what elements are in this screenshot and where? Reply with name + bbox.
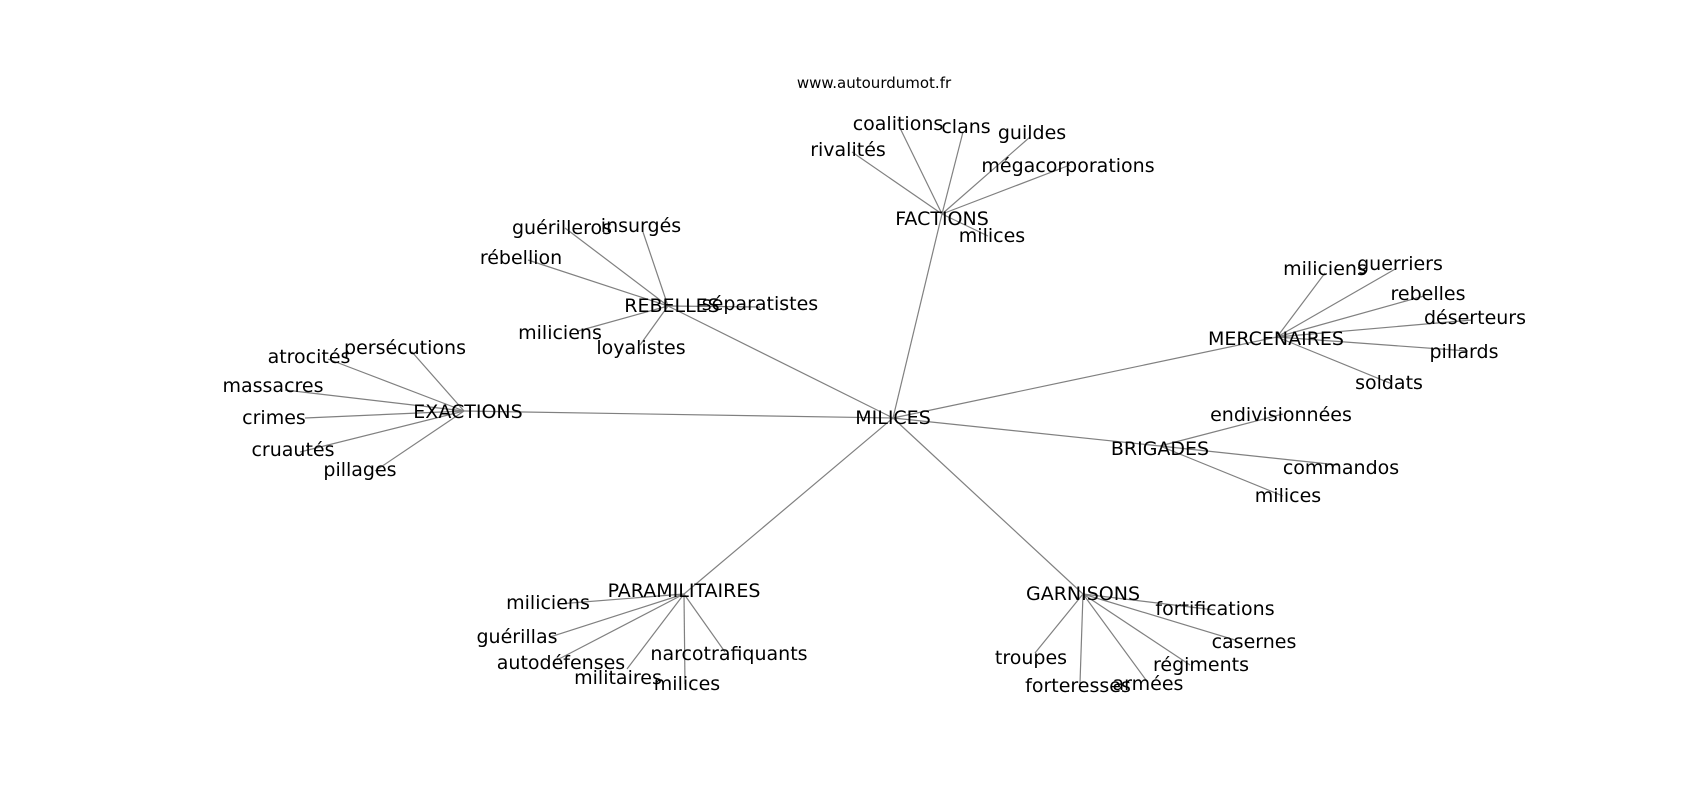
leaf-node-factions-coalitions: coalitions: [853, 113, 944, 135]
edge-paramilitaires-guerillas: [549, 593, 685, 638]
hub-node-factions: FACTIONS: [895, 208, 989, 230]
edge-mercenaires-pillards: [1276, 336, 1469, 352]
leaf-node-exactions-crimes: crimes: [242, 407, 306, 429]
leaf-node-mercenaires-deserteurs: déserteurs: [1424, 307, 1526, 329]
leaf-node-exactions-atrocites: atrocités: [268, 346, 351, 368]
edge-paramilitaires-milices: [683, 593, 686, 685]
edge-factions-megacorporations: [941, 164, 1071, 215]
leaf-node-paramilitaires-milices: milices: [654, 673, 720, 695]
edge-center-rebelles: [667, 305, 894, 419]
leaf-node-rebelles-loyalistes: loyalistes: [596, 337, 685, 359]
hub-node-rebelles: REBELLES: [624, 295, 719, 317]
edge-rebelles-insurges: [642, 231, 669, 307]
leaf-node-paramilitaires-narcotrafiquants: narcotrafiquants: [650, 643, 807, 665]
leaf-node-garnisons-forteresses: forteresses: [1025, 675, 1131, 697]
leaf-node-rebelles-miliciens: miliciens: [518, 322, 602, 344]
leaf-node-exactions-cruautes: cruautés: [251, 439, 334, 461]
edge-paramilitaires-narcotrafiquants: [683, 593, 726, 653]
leaf-node-paramilitaires-guerillas: guérillas: [477, 626, 558, 648]
edge-exactions-crimes: [304, 410, 465, 419]
leaf-node-brigades-endivisionnees: endivisionnées: [1210, 404, 1352, 426]
leaf-node-garnisons-troupes: troupes: [995, 647, 1067, 669]
edge-center-mercenaires: [892, 336, 1278, 419]
leaf-node-exactions-persecutions: persécutions: [344, 337, 466, 359]
hub-node-paramilitaires: PARAMILITAIRES: [608, 580, 761, 602]
leaf-node-brigades-commandos: commandos: [1283, 457, 1399, 479]
edge-mercenaires-miliciens: [1276, 272, 1326, 338]
edge-garnisons-troupes: [1034, 593, 1084, 654]
leaf-node-factions-megacorporations: mégacorporations: [981, 155, 1154, 177]
edge-mercenaires-soldats: [1276, 336, 1393, 385]
edge-exactions-cruautes: [299, 410, 465, 453]
edge-rebelles-guerilleros: [564, 227, 669, 307]
leaf-node-mercenaires-rebelles: rebelles: [1391, 283, 1466, 305]
leaf-node-brigades-milices: milices: [1255, 485, 1321, 507]
edge-exactions-atrocites: [327, 358, 465, 412]
leaf-node-factions-rivalites: rivalités: [810, 139, 886, 161]
edge-brigades-endivisionnees: [1159, 413, 1284, 447]
leaf-node-rebelles-guerilleros: guérilleros: [512, 217, 612, 239]
watermark: www.autourdumot.fr: [797, 74, 952, 92]
leaf-node-paramilitaires-autodefenses: autodéfenses: [497, 652, 625, 674]
edge-paramilitaires-autodefenses: [556, 593, 685, 661]
leaf-node-exactions-massacres: massacres: [222, 375, 323, 397]
hub-node-exactions: EXACTIONS: [413, 401, 522, 423]
leaf-node-mercenaires-soldats: soldats: [1355, 372, 1423, 394]
edge-center-garnisons: [892, 417, 1084, 595]
leaf-node-factions-clans: clans: [941, 116, 990, 138]
edge-rebelles-miliciens: [577, 305, 669, 332]
edge-mercenaires-guerriers: [1276, 267, 1398, 338]
leaf-node-mercenaires-miliciens: miliciens: [1283, 258, 1367, 280]
edge-mercenaires-deserteurs: [1276, 319, 1473, 338]
edge-rebelles-loyalistes: [639, 305, 669, 346]
leaf-node-rebelles-separatistes: séparatistes: [702, 293, 818, 315]
leaf-node-garnisons-casernes: casernes: [1212, 631, 1297, 653]
edge-rebelles-separatistes: [667, 305, 761, 308]
edge-rebelles-rebellion: [527, 259, 669, 307]
edge-center-exactions: [463, 410, 894, 419]
leaf-node-exactions-pillages: pillages: [323, 459, 396, 481]
edge-garnisons-casernes: [1082, 593, 1236, 641]
edge-paramilitaires-militaires: [626, 593, 685, 670]
edge-garnisons-armees: [1082, 593, 1147, 681]
leaf-node-garnisons-regiments: régiments: [1153, 654, 1249, 676]
edge-exactions-massacres: [284, 389, 465, 412]
leaf-node-garnisons-fortifications: fortifications: [1155, 598, 1274, 620]
edge-factions-guildes: [941, 136, 1031, 215]
leaf-node-mercenaires-pillards: pillards: [1430, 341, 1499, 363]
edge-exactions-persecutions: [411, 351, 465, 412]
edge-brigades-commandos: [1159, 445, 1339, 466]
leaf-node-paramilitaires-miliciens: miliciens: [506, 592, 590, 614]
center-node-milices: MILICES: [855, 407, 931, 429]
hub-node-mercenaires: MERCENAIRES: [1208, 328, 1344, 350]
edge-center-brigades: [892, 417, 1161, 447]
graph-edges: [284, 127, 1473, 685]
edge-exactions-pillages: [374, 410, 465, 472]
edge-garnisons-fortifications: [1082, 593, 1216, 611]
edge-factions-clans: [941, 131, 964, 215]
leaf-node-rebelles-rebellion: rébellion: [480, 247, 562, 269]
leaf-node-mercenaires-guerriers: guerriers: [1357, 253, 1443, 275]
edge-factions-milices: [941, 213, 989, 237]
hub-node-garnisons: GARNISONS: [1026, 583, 1140, 605]
leaf-node-rebelles-insurges: insurgés: [601, 215, 681, 237]
edge-brigades-milices: [1159, 445, 1284, 497]
edge-garnisons-regiments: [1082, 593, 1191, 666]
leaf-node-factions-guildes: guildes: [998, 122, 1066, 144]
leaf-node-garnisons-armees: armées: [1113, 673, 1184, 695]
leaf-node-paramilitaires-militaires: militaires: [574, 667, 662, 689]
edge-garnisons-forteresses: [1079, 593, 1084, 684]
edge-factions-rivalites: [851, 151, 943, 215]
edge-center-factions: [892, 213, 943, 419]
edge-center-paramilitaires: [683, 417, 894, 595]
leaf-node-factions-milices: milices: [959, 225, 1025, 247]
edge-factions-coalitions: [899, 127, 943, 215]
edge-paramilitaires-miliciens: [557, 593, 685, 605]
hub-node-brigades: BRIGADES: [1111, 438, 1209, 460]
edge-mercenaires-rebelles: [1276, 295, 1425, 338]
